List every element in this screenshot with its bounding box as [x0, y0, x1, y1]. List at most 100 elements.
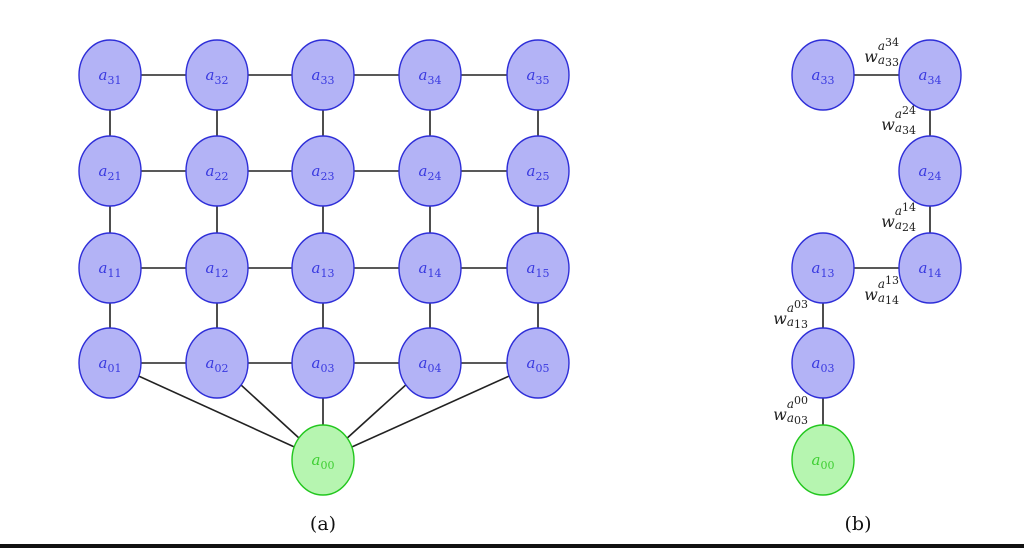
- node-a03-label: a03: [312, 354, 335, 375]
- weight-a24-a14-sup: a14: [895, 201, 916, 218]
- node-a02-shape: [185, 327, 249, 399]
- panel-b-caption: (b): [845, 513, 872, 535]
- node-a25-shape: [506, 135, 570, 207]
- weight-a33-a34-sup: a34: [878, 36, 899, 53]
- node-a03: a03: [291, 327, 355, 399]
- node-a11-label: a11: [99, 259, 122, 280]
- weight-a13-a14-text: wa14: [864, 285, 899, 307]
- node-b-a14-label: a14: [919, 259, 942, 280]
- node-a03-shape: [291, 327, 355, 399]
- node-a35-label: a35: [527, 66, 550, 87]
- weight-a13-a03-sup: a03: [787, 298, 808, 315]
- node-b-a00-label: a00: [812, 451, 835, 472]
- node-a34: a34: [398, 39, 462, 111]
- node-a13: a13: [291, 232, 355, 304]
- node-b-a24-label: a24: [919, 162, 942, 183]
- node-b-a33-label: a33: [812, 66, 835, 87]
- node-a34-label: a34: [419, 66, 442, 87]
- node-a05-shape: [506, 327, 570, 399]
- weight-a34-a24-text: wa34: [881, 115, 916, 137]
- node-b-a14-shape: [898, 232, 962, 304]
- node-a35-shape: [506, 39, 570, 111]
- node-a02-label: a02: [206, 354, 229, 375]
- weight-a33-a34-text: wa33: [864, 47, 899, 69]
- node-a24-label: a24: [419, 162, 442, 183]
- edge-a05-a00: [322, 362, 539, 461]
- node-b-a03: a03: [791, 327, 855, 399]
- node-a31-shape: [78, 39, 142, 111]
- node-a23: a23: [291, 135, 355, 207]
- node-a25-label: a25: [527, 162, 550, 183]
- panel-b-weights: wa33a34wa34a24wa24a14wa14a13wa13a03wa03a…: [773, 36, 916, 427]
- node-a02: a02: [185, 327, 249, 399]
- node-b-a03-label: a03: [812, 354, 835, 375]
- node-a23-shape: [291, 135, 355, 207]
- node-a33: a33: [291, 39, 355, 111]
- node-a21-label: a21: [99, 162, 122, 183]
- node-a33-shape: [291, 39, 355, 111]
- panel-a-caption: (a): [310, 513, 336, 535]
- node-a15-shape: [506, 232, 570, 304]
- node-a32-shape: [185, 39, 249, 111]
- node-b-a13-label: a13: [812, 259, 835, 280]
- node-b-a34-shape: [898, 39, 962, 111]
- node-a15-label: a15: [527, 259, 550, 280]
- weight-a03-a00-sup: a00: [787, 394, 808, 411]
- node-b-a34: a34: [898, 39, 962, 111]
- node-a21-shape: [78, 135, 142, 207]
- panel-b: wa33a34wa34a24wa24a14wa14a13wa13a03wa03a…: [773, 36, 962, 535]
- node-a01-label: a01: [99, 354, 122, 375]
- node-a04-label: a04: [419, 354, 442, 375]
- node-a01: a01: [78, 327, 142, 399]
- weight-a13-a14-sup: a13: [878, 274, 899, 291]
- node-b-a00-shape: [791, 424, 855, 496]
- node-b-a24: a24: [898, 135, 962, 207]
- node-a05-label: a05: [527, 354, 550, 375]
- node-a11-shape: [78, 232, 142, 304]
- node-b-a03-shape: [791, 327, 855, 399]
- node-a21: a21: [78, 135, 142, 207]
- node-a00-shape: [291, 424, 355, 496]
- node-a01-shape: [78, 327, 142, 399]
- weight-a13-a03-text: wa13: [773, 309, 808, 331]
- node-a14-label: a14: [419, 259, 442, 280]
- node-a32: a32: [185, 39, 249, 111]
- weight-a24-a14-text: wa24: [881, 212, 916, 234]
- node-b-a24-shape: [898, 135, 962, 207]
- node-a04: a04: [398, 327, 462, 399]
- bottom-rule: [0, 544, 1024, 548]
- node-a32-label: a32: [206, 66, 229, 87]
- node-a25: a25: [506, 135, 570, 207]
- node-a00: a00: [291, 424, 355, 496]
- node-a33-label: a33: [312, 66, 335, 87]
- node-b-a34-label: a34: [919, 66, 942, 87]
- node-b-a14: a14: [898, 232, 962, 304]
- node-a34-shape: [398, 39, 462, 111]
- node-a00-label: a00: [312, 451, 335, 472]
- node-a14: a14: [398, 232, 462, 304]
- node-a31: a31: [78, 39, 142, 111]
- node-a15: a15: [506, 232, 570, 304]
- node-b-a13: a13: [791, 232, 855, 304]
- node-b-a33: a33: [791, 39, 855, 111]
- node-a12: a12: [185, 232, 249, 304]
- node-b-a00: a00: [791, 424, 855, 496]
- panel-a: a31 a32 a33 a34 a35 a21 a22 a23 a24 a25 a11 a12 a13 a…: [78, 39, 570, 535]
- weight-a34-a24-sup: a24: [895, 104, 916, 121]
- node-a12-label: a12: [206, 259, 229, 280]
- node-a24-shape: [398, 135, 462, 207]
- node-a22-shape: [185, 135, 249, 207]
- node-a22: a22: [185, 135, 249, 207]
- edge-a01-a00: [109, 362, 324, 461]
- node-a13-shape: [291, 232, 355, 304]
- node-a04-shape: [398, 327, 462, 399]
- node-a11: a11: [78, 232, 142, 304]
- node-b-a13-shape: [791, 232, 855, 304]
